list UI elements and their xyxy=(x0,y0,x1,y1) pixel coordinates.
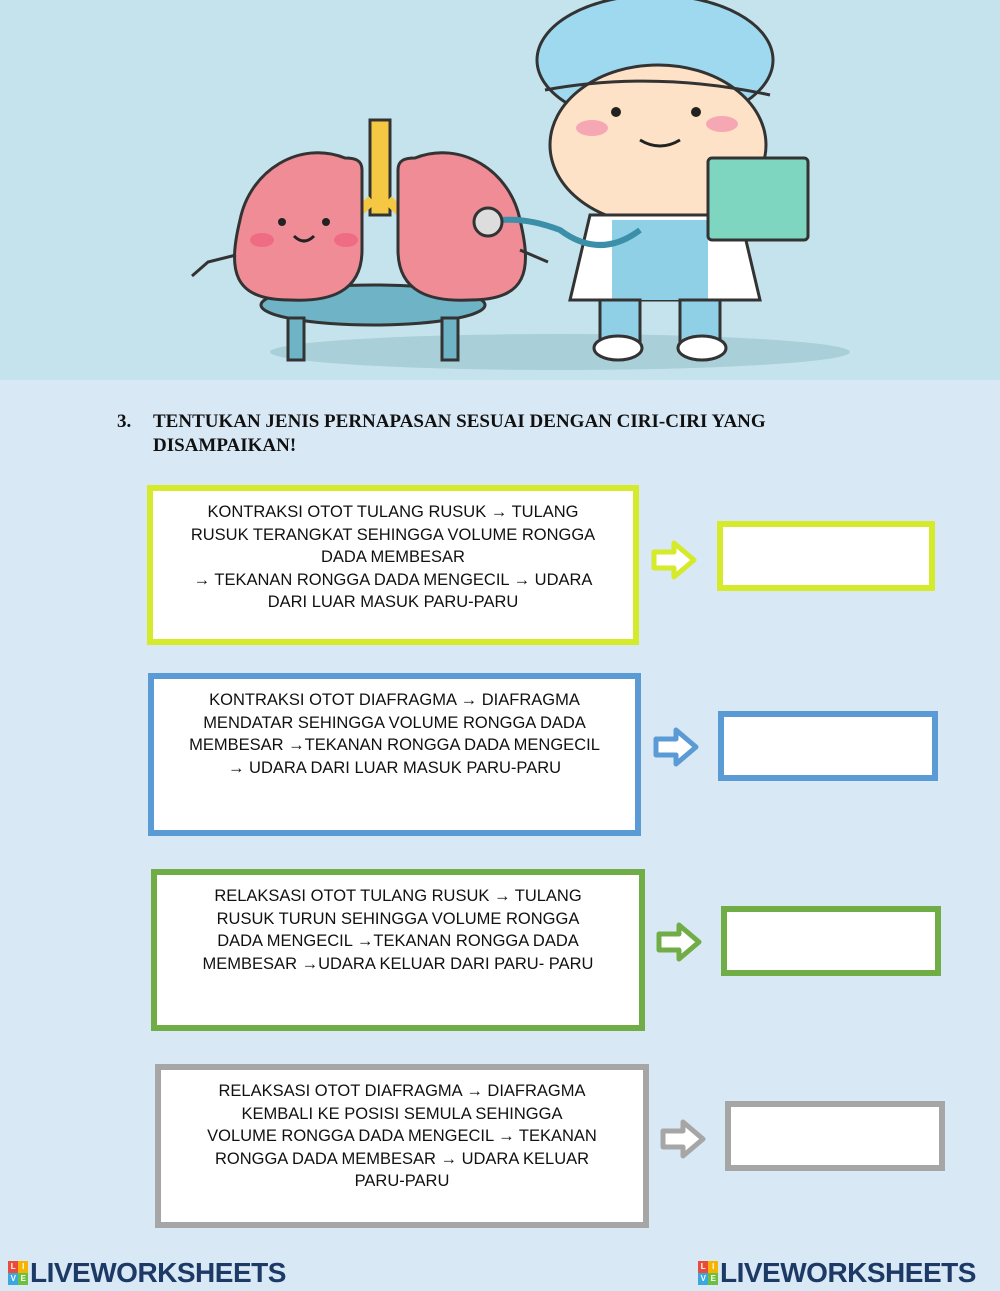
description-card-1: KONTRAKSI OTOT TULANG RUSUK → TULANG RUS… xyxy=(147,485,639,645)
answer-box-3[interactable] xyxy=(721,906,941,976)
right-arrow-icon xyxy=(660,1119,706,1159)
question-number: 3. xyxy=(117,411,132,432)
answer-box-2[interactable] xyxy=(718,711,938,781)
description-card-3: RELAKSASI OTOT TULANG RUSUK → TULANG RUS… xyxy=(151,869,645,1031)
description-card-2: KONTRAKSI OTOT DIAFRAGMA → DIAFRAGMA MEN… xyxy=(148,673,641,836)
description-text-4: RELAKSASI OTOT DIAFRAGMA → DIAFRAGMA KEM… xyxy=(207,1082,597,1190)
brand-text-right: LIVEWORKSHEETS xyxy=(720,1257,976,1288)
doctor-illustration xyxy=(472,0,810,362)
header-illustration xyxy=(0,0,1000,380)
description-text-3: RELAKSASI OTOT TULANG RUSUK → TULANG RUS… xyxy=(202,887,594,973)
description-text-1: KONTRAKSI OTOT TULANG RUSUK → TULANG RUS… xyxy=(190,503,596,611)
right-arrow-icon xyxy=(656,922,702,962)
description-card-4: RELAKSASI OTOT DIAFRAGMA → DIAFRAGMA KEM… xyxy=(155,1064,649,1228)
answer-box-1[interactable] xyxy=(717,521,935,591)
right-arrow-icon xyxy=(651,540,697,580)
right-arrow-icon xyxy=(653,727,699,767)
brand-text-left: LIVEWORKSHEETS xyxy=(30,1257,286,1288)
question-text: TENTUKAN JENIS PERNAPASAN SESUAI DENGAN … xyxy=(153,411,766,456)
answer-box-4[interactable] xyxy=(725,1101,945,1171)
lungs-doctor-illustration xyxy=(0,0,1000,380)
lungs-illustration xyxy=(191,118,549,302)
description-text-2: KONTRAKSI OTOT DIAFRAGMA → DIAFRAGMA MEN… xyxy=(189,691,600,777)
